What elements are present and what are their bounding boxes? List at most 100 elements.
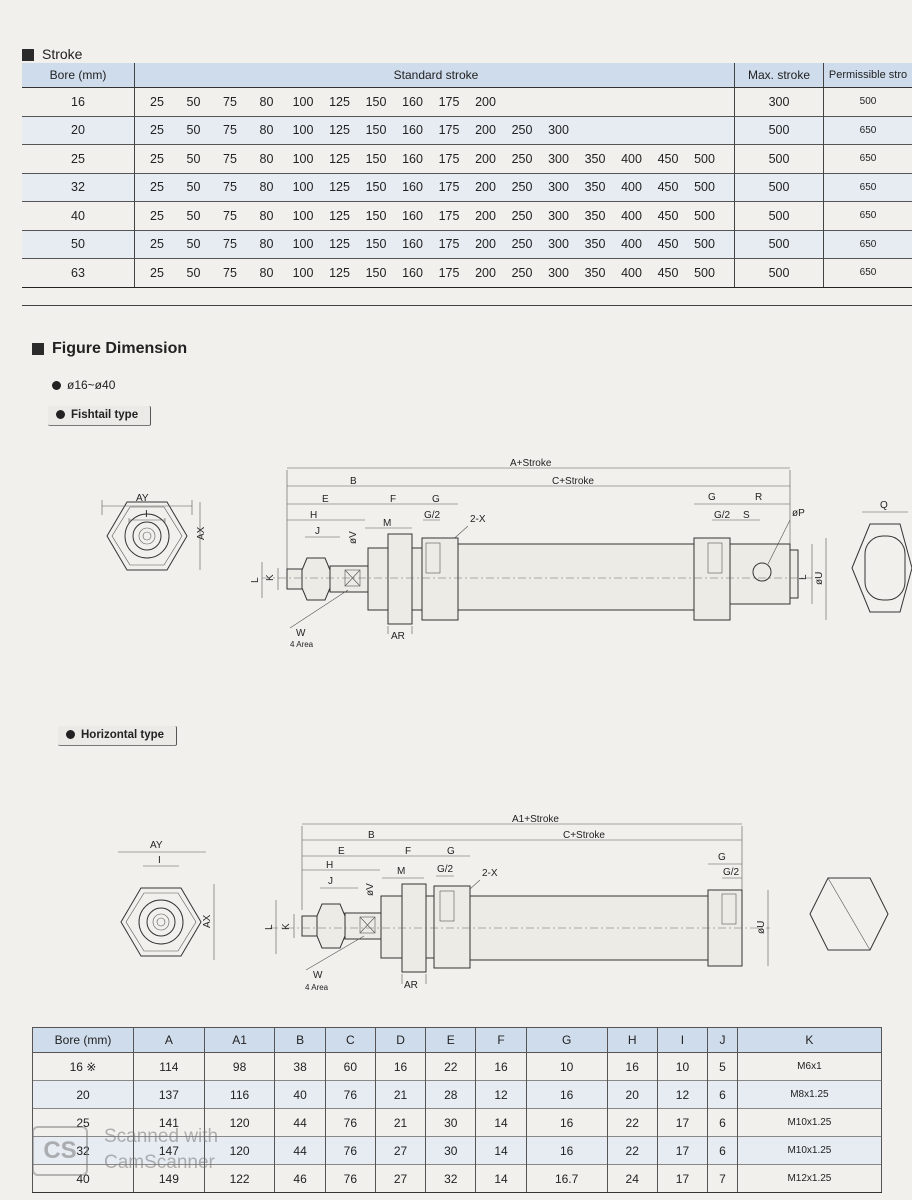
max-stroke-cell: 300 (734, 87, 824, 116)
bore-cell: 40 (22, 201, 135, 230)
stroke-value: 350 (584, 180, 606, 195)
h-h-label: H (326, 860, 333, 871)
stroke-value: 300 (548, 237, 569, 252)
stroke-value: 200 (475, 94, 496, 109)
horizontal-end-view (809, 877, 889, 951)
permissible-stroke-cell: 650 (823, 115, 912, 145)
stroke-value: 50 (186, 123, 201, 138)
dimension-cell: 147 (133, 1136, 205, 1165)
dimension-cell: 16 (525, 1136, 608, 1165)
stroke-section-title: Stroke (22, 46, 82, 62)
dimension-cell: 17 (656, 1164, 709, 1193)
h-cap-g-label: G (718, 852, 726, 863)
dimension-cell: 6 (707, 1136, 738, 1165)
permissible-stroke-cell: 650 (823, 201, 912, 230)
dimension-cell: 32 (425, 1164, 477, 1193)
permissible-stroke-cell: 650 (823, 144, 912, 173)
l-label: L (250, 577, 261, 583)
stroke-value: 175 (438, 94, 460, 109)
stroke-value: 125 (329, 123, 350, 138)
stroke-value: 150 (365, 123, 387, 138)
dimension-header: A (133, 1027, 205, 1053)
stroke-value: 175 (438, 123, 460, 138)
cap-l-label: L (798, 574, 809, 580)
dimension-header: K (736, 1027, 883, 1053)
bore-cell: 50 (22, 229, 135, 259)
dimension-cell: 22 (425, 1052, 477, 1081)
h-g2-label: G/2 (437, 864, 454, 875)
stroke-value: 50 (186, 237, 201, 252)
h-c-stroke-label: C+Stroke (563, 830, 605, 841)
stroke-value: 25 (150, 123, 164, 138)
dimension-cell: M10x1.25 (736, 1108, 883, 1137)
stroke-value: 400 (621, 151, 642, 166)
q-label: Q (880, 500, 888, 511)
dimension-cell: 27 (374, 1164, 427, 1193)
dimension-cell: 14 (475, 1136, 527, 1165)
h-g-label: G (447, 846, 455, 857)
stroke-value: 100 (292, 180, 314, 195)
dimension-cell: M12x1.25 (736, 1164, 883, 1193)
horizontal-side-view: A1+Stroke B C+Stroke E F G H J M G/2 2-X… (264, 814, 770, 992)
dimension-cell: 16 (606, 1052, 658, 1081)
ov-label: øV (348, 531, 359, 544)
a-stroke-label: A+Stroke (510, 458, 552, 469)
stroke-value: 25 (150, 180, 164, 195)
stroke-value: 250 (511, 123, 533, 138)
ou-label: øU (814, 572, 825, 585)
dimension-cell: 5 (707, 1052, 738, 1081)
ay-label: AY (136, 493, 149, 504)
permissible-stroke-cell: 650 (823, 172, 912, 202)
stroke-value: 25 (150, 265, 164, 280)
fishtail-front-view: AY I AX (101, 493, 207, 571)
dimension-cell: M10x1.25 (736, 1136, 883, 1165)
stroke-value: 200 (475, 265, 496, 280)
dimension-cell: 21 (374, 1080, 427, 1109)
dimension-header: D (374, 1027, 427, 1053)
dimension-cell: 20 (32, 1080, 134, 1109)
dimension-cell: 141 (133, 1108, 205, 1137)
h-ar-label: AR (404, 980, 418, 991)
dimension-cell: 44 (274, 1108, 326, 1137)
h-ax-label: AX (202, 914, 213, 928)
max-stroke-cell: 500 (734, 258, 824, 288)
max-stroke-cell: 500 (734, 115, 824, 145)
stroke-value: 150 (365, 180, 387, 195)
stroke-value: 100 (292, 237, 314, 252)
stroke-value: 160 (402, 265, 423, 280)
area-label: 4 Area (290, 640, 314, 649)
dimension-cell: 60 (324, 1052, 376, 1081)
stroke-value: 75 (223, 151, 237, 166)
h-ay-label: AY (150, 840, 163, 851)
bullet-icon (56, 410, 65, 420)
j-label: J (315, 526, 320, 537)
stroke-value: 125 (329, 151, 350, 166)
stroke-value: 25 (150, 151, 164, 166)
permissible-stroke-cell: 650 (823, 229, 912, 259)
fishtail-type-label: Fishtail type (48, 406, 152, 426)
max-stroke-header: Max. stroke (734, 63, 824, 88)
h-2x-label: 2-X (482, 868, 498, 879)
h-f-label: F (405, 846, 411, 857)
dimension-cell: 40 (32, 1164, 134, 1193)
stroke-value: 500 (694, 237, 715, 252)
dimension-cell: 30 (425, 1108, 477, 1137)
dimension-cell: M8x1.25 (736, 1080, 883, 1109)
dimension-cell: 14 (475, 1164, 527, 1193)
stroke-value: 250 (511, 265, 533, 280)
stroke-value: 125 (329, 265, 350, 280)
max-stroke-cell: 500 (734, 144, 824, 173)
h-b-label: B (368, 830, 375, 841)
permissible-stroke-cell: 500 (823, 87, 912, 116)
h-l-label: L (264, 924, 275, 930)
dimension-header: G (525, 1027, 608, 1053)
bore-cell: 25 (22, 144, 135, 173)
h-label: H (310, 510, 317, 521)
